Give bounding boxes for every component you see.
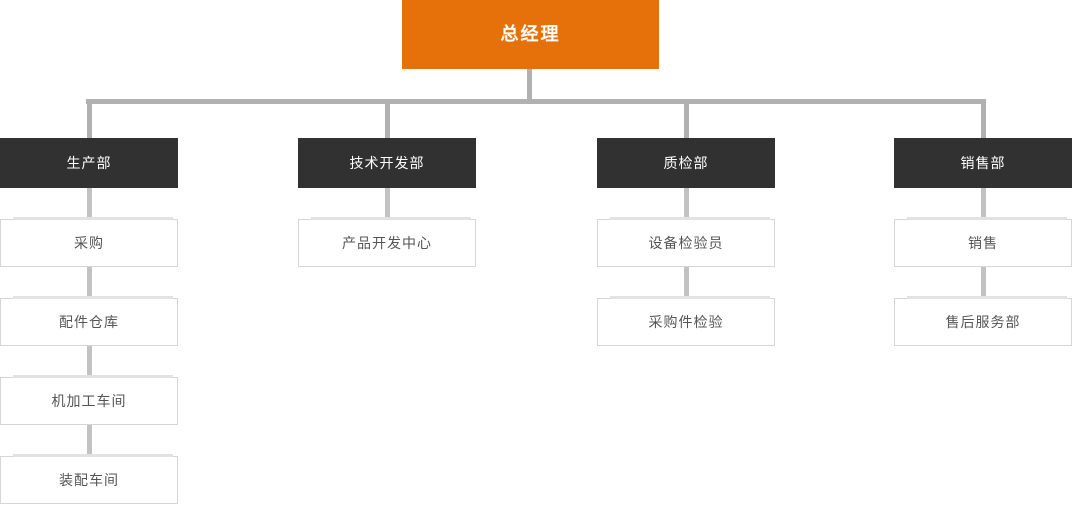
org-node-department[interactable]: 生产部 [0,138,178,188]
connector-child-stub [86,346,92,377]
org-node-child[interactable]: 装配车间 [0,454,178,504]
org-node-department[interactable]: 质检部 [597,138,775,188]
connector-child-stub [980,267,986,298]
connector-root-trunk [527,69,532,101]
connector-child-stub [86,425,92,456]
connector-department-drop [86,99,92,138]
org-column: 生产部采购配件仓库机加工车间装配车间 [0,138,178,504]
org-column: 质检部设备检验员采购件检验 [597,138,775,346]
connector-child-stub [683,188,689,219]
org-node-child[interactable]: 设备检验员 [597,217,775,267]
connector-department-drop [384,99,390,138]
org-node-child[interactable]: 销售 [894,217,1072,267]
connector-child-stub [683,267,689,298]
org-node-child[interactable]: 配件仓库 [0,296,178,346]
connector-child-stub [384,188,390,219]
connector-department-drop [683,99,689,138]
connector-department-drop [980,99,986,138]
connector-child-stub [86,267,92,298]
org-column: 销售部销售售后服务部 [894,138,1072,346]
org-node-child[interactable]: 机加工车间 [0,375,178,425]
org-node-department[interactable]: 销售部 [894,138,1072,188]
org-node-child[interactable]: 售后服务部 [894,296,1072,346]
org-node-department[interactable]: 技术开发部 [298,138,476,188]
connector-level1-horizontal [86,99,986,104]
org-node-child[interactable]: 采购 [0,217,178,267]
org-node-root[interactable]: 总经理 [402,0,659,69]
org-node-child[interactable]: 采购件检验 [597,296,775,346]
connector-child-stub [980,188,986,219]
org-node-child[interactable]: 产品开发中心 [298,217,476,267]
connector-child-stub [86,188,92,219]
org-column: 技术开发部产品开发中心 [298,138,476,267]
